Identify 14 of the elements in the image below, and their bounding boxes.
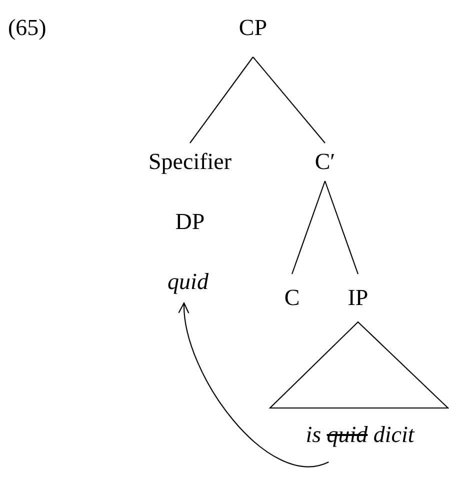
tree-node-label: CP (236, 0, 270, 57)
terminal-string: is quid dicit (304, 408, 416, 462)
tree-node-label: C′ (312, 143, 338, 181)
example-number: (65) (8, 15, 46, 41)
branch-line (190, 56, 254, 144)
branch-line (291, 180, 326, 274)
branch-line (324, 180, 359, 274)
tree-node-label: DP (173, 205, 207, 239)
branch-line (252, 56, 326, 144)
roof-triangle (268, 321, 449, 409)
tree-node-label: quid (166, 261, 210, 303)
tree-node-label: Specifier (146, 143, 234, 181)
tree-node-label: C (282, 274, 302, 322)
tree-node-label: IP (346, 274, 370, 322)
